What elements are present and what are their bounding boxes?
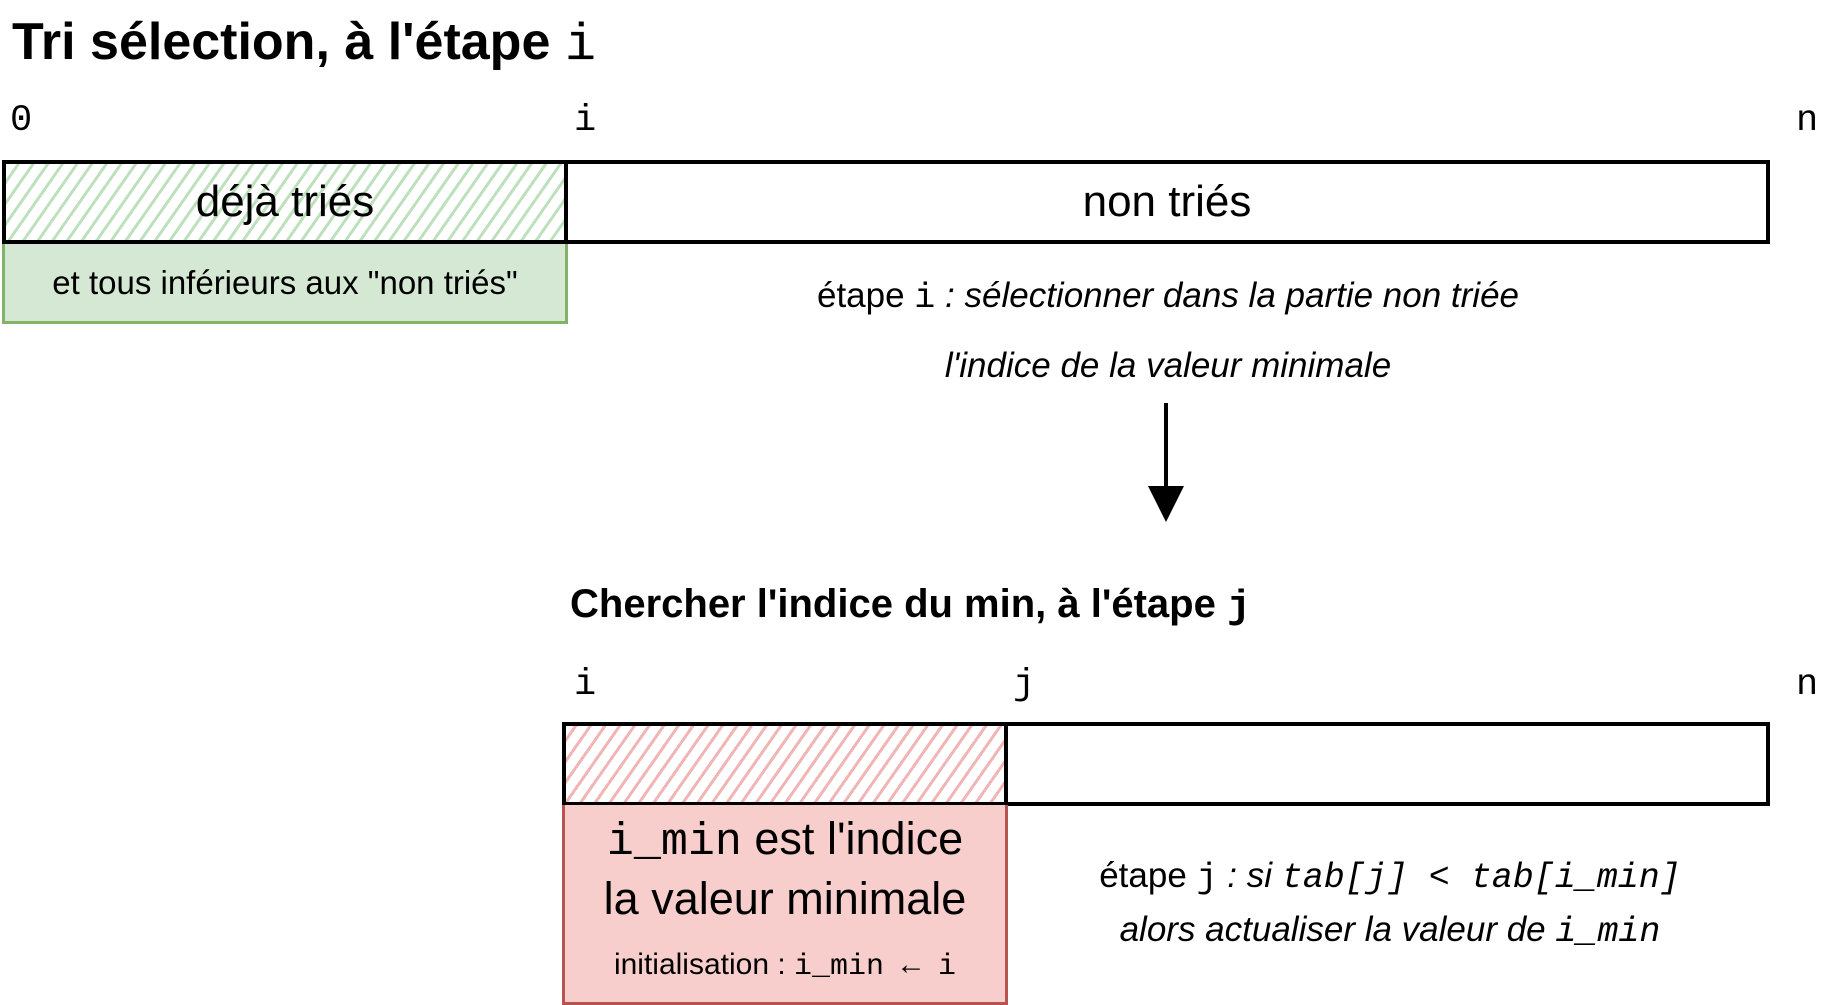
imin-line1-rest: est l'indice [741, 813, 964, 864]
imin-box: i_min est l'indice la valeur minimale in… [562, 805, 1008, 1005]
top-step-var: i [914, 278, 936, 318]
bottom-step-note: étape j : si tab[j] < tab[i_min] alors a… [1010, 850, 1770, 958]
remaining-segment [1004, 722, 1770, 806]
imin-line2: la valeur minimale [603, 873, 967, 924]
imin-init: initialisation : i_min ← i [565, 945, 1005, 987]
imin-init-label: initialisation : [613, 948, 795, 981]
sorted-label: déjà triés [195, 177, 375, 226]
top-step-line1-rest: : sélectionner dans la partie non triée [935, 276, 1519, 315]
sorted-note-box: et tous inférieurs aux "non triés" [2, 244, 568, 324]
bottom-step-var: j [1196, 858, 1218, 898]
bottom-index-i: i [574, 664, 597, 706]
top-title-text: Tri sélection, à l'étape [12, 13, 565, 71]
top-title-var: i [564, 16, 597, 75]
top-step-line2: l'indice de la valeur minimale [944, 346, 1392, 385]
top-index-start: 0 [10, 100, 33, 142]
unsorted-label: non triés [1082, 177, 1252, 226]
bottom-index-n: n [1796, 664, 1819, 706]
bottom-step-line1: étape j : si tab[j] < tab[i_min] [1010, 850, 1770, 904]
imin-var: i_min [606, 817, 742, 868]
sorted-segment: déjà triés [2, 160, 568, 244]
unsorted-segment: non triés [564, 160, 1770, 244]
top-title: Tri sélection, à l'étape i [12, 12, 596, 76]
top-step-note: étape i : sélectionner dans la partie no… [566, 262, 1770, 400]
bottom-step-line2: alors actualiser la valeur de i_min [1010, 904, 1770, 958]
checked-segment [562, 722, 1008, 806]
bottom-step-si: : si [1217, 856, 1282, 895]
top-step-line1: étape i : sélectionner dans la partie no… [566, 262, 1770, 332]
imin-line1: i_min est l'indice [565, 811, 1005, 871]
bottom-index-j: j [1013, 664, 1036, 706]
bottom-title-var: j [1226, 585, 1251, 630]
bottom-step-prefix: étape [1099, 856, 1197, 895]
top-index-n: n [1796, 100, 1819, 142]
imin-init-code: i_min ← i [794, 950, 957, 984]
sorted-note: et tous inférieurs aux "non triés" [52, 263, 518, 301]
down-arrow-head [1148, 486, 1184, 522]
bottom-step-cond: tab[j] < tab[i_min] [1281, 858, 1681, 898]
bottom-title-text: Chercher l'indice du min, à l'étape [570, 582, 1227, 626]
down-arrow-shaft [1164, 403, 1168, 493]
bottom-title: Chercher l'indice du min, à l'étape j [570, 580, 1251, 632]
bottom-step-line2-var: i_min [1555, 912, 1661, 952]
top-index-i: i [574, 100, 597, 142]
bottom-step-line2-text: alors actualiser la valeur de [1119, 910, 1556, 949]
top-step-prefix: étape [816, 276, 915, 315]
